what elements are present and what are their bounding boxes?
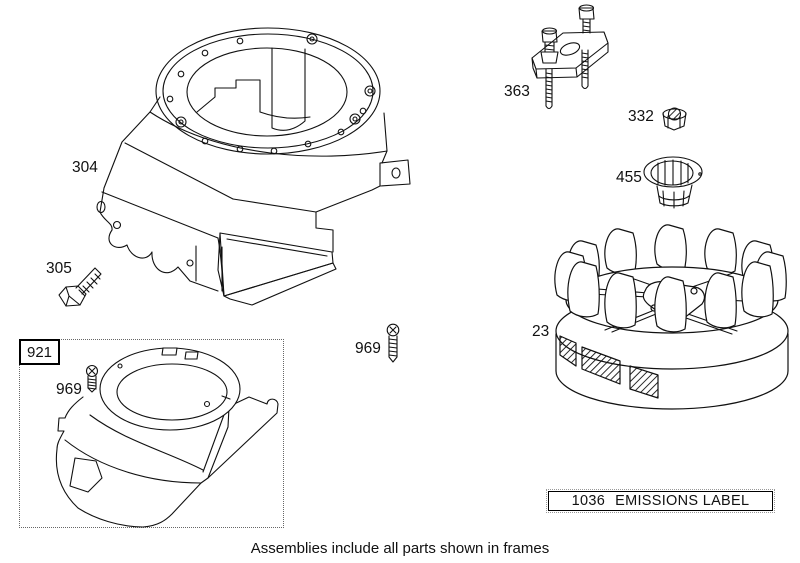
blower-housing-drawing <box>96 27 411 306</box>
emissions-label-text: EMISSIONS LABEL <box>615 493 750 509</box>
callout-flywheel: 23 <box>532 323 550 340</box>
starter-cup-drawing <box>643 156 703 209</box>
emissions-label-box: 1036 EMISSIONS LABEL <box>548 491 773 511</box>
housing-cover-drawing <box>55 347 279 528</box>
emissions-label-number: 1036 <box>571 493 606 509</box>
callout-frame-screw: 969 <box>56 381 82 398</box>
callout-housing-bolt: 305 <box>46 260 72 277</box>
callout-starter-cup: 455 <box>616 169 642 186</box>
flywheel-drawing <box>554 224 789 410</box>
emissions-label-frame: 1036 EMISSIONS LABEL <box>546 489 775 513</box>
screw-drawing <box>386 323 400 363</box>
diagram-caption: Assemblies include all parts shown in fr… <box>250 540 550 557</box>
callout-blower-housing: 304 <box>72 159 98 176</box>
callout-flywheel-nut: 332 <box>628 108 654 125</box>
flywheel-nut-drawing <box>662 107 687 131</box>
callout-flywheel-puller: 363 <box>504 83 530 100</box>
flange-holes <box>166 33 376 155</box>
hex-bolt-drawing <box>58 267 102 307</box>
flywheel-puller-drawing <box>531 4 609 110</box>
assembly-frame-921 <box>19 339 284 528</box>
callout-screw: 969 <box>355 340 381 357</box>
assembly-frame-number-text: 921 <box>26 343 53 361</box>
assembly-frame-number: 921 <box>19 339 60 365</box>
frame-screw-drawing <box>85 364 99 393</box>
